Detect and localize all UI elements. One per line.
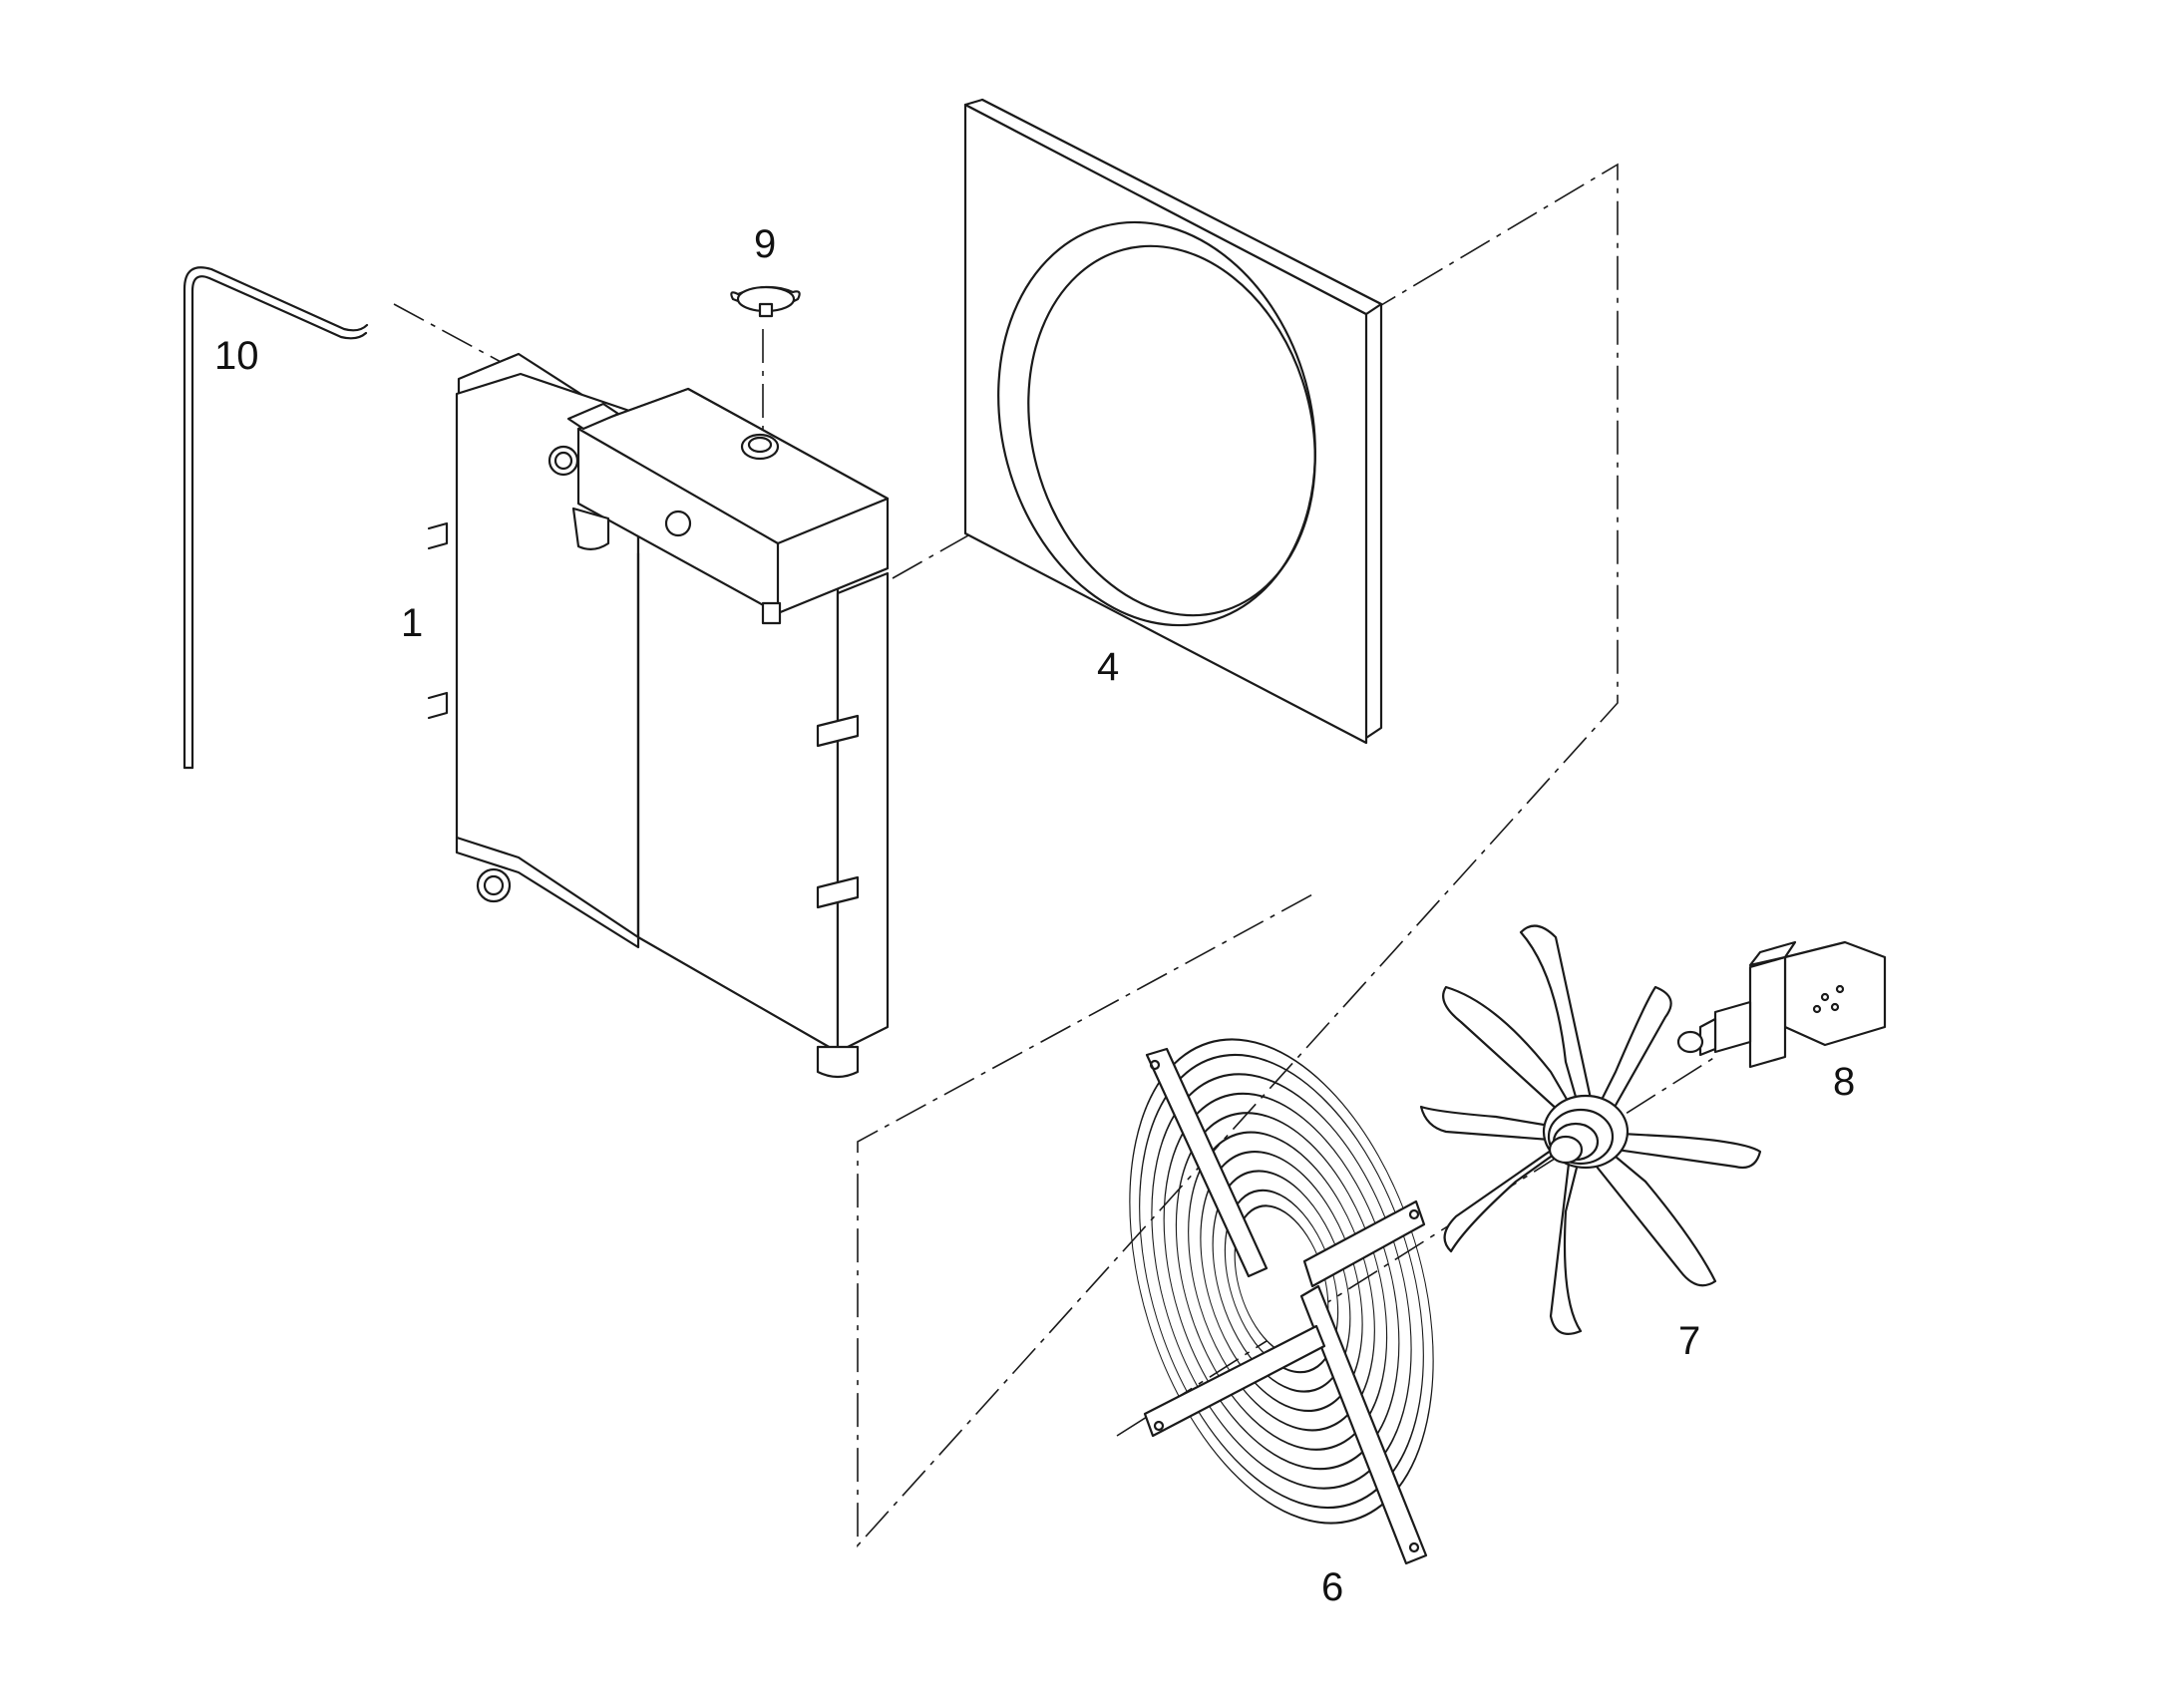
fan-shroud <box>963 98 1383 745</box>
callout-1: 1 <box>401 601 423 645</box>
radiator-cap <box>730 285 801 318</box>
overflow-hose <box>182 266 369 770</box>
callout-9: 9 <box>754 222 776 266</box>
radiator <box>427 352 890 1079</box>
callout-8: 8 <box>1833 1060 1855 1104</box>
hydraulic-motor <box>1676 940 1887 1069</box>
callout-6: 6 <box>1321 1565 1343 1609</box>
fan-blade <box>1419 924 1762 1335</box>
fan-guard <box>1129 1038 1434 1565</box>
callout-4: 4 <box>1097 645 1119 689</box>
callout-7: 7 <box>1678 1319 1700 1363</box>
callout-10: 10 <box>214 334 259 378</box>
